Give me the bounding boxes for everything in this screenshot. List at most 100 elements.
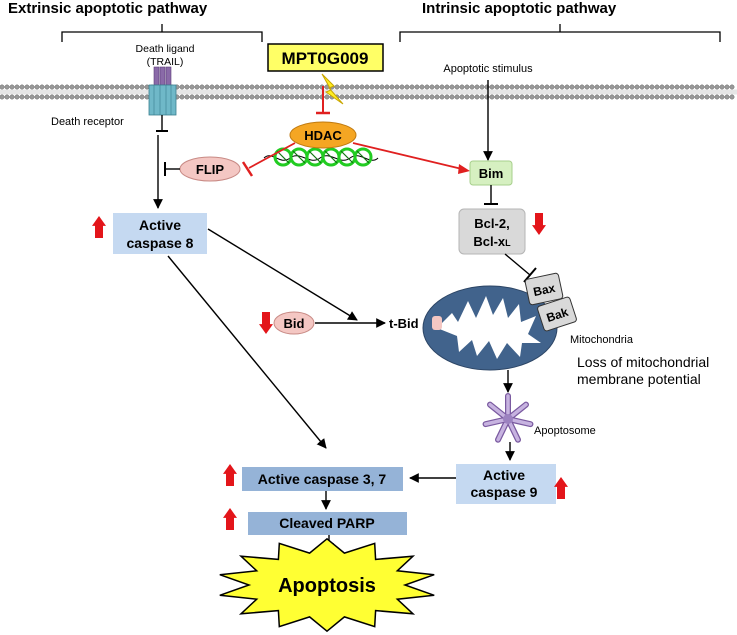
lipid-head	[124, 84, 130, 90]
lipid-head	[229, 84, 235, 90]
drug-box	[267, 43, 384, 72]
lipid-head	[119, 94, 125, 100]
lipid-head	[204, 94, 210, 100]
lipid-head	[54, 94, 60, 100]
lipid-head	[659, 94, 665, 100]
lipid-head	[254, 84, 260, 90]
lipid-head	[599, 84, 605, 90]
lipid-head	[184, 94, 190, 100]
lipid-head	[639, 84, 645, 90]
lipid-head	[634, 84, 640, 90]
lipid-head	[49, 94, 55, 100]
lipid-head	[569, 94, 575, 100]
lipid-head	[519, 84, 525, 90]
lipid-head	[314, 84, 320, 90]
lipid-head	[69, 84, 75, 90]
lipid-head	[684, 94, 690, 100]
lipid-head	[289, 94, 295, 100]
lipid-head	[574, 84, 580, 90]
lipid-head	[144, 94, 150, 100]
bid-label: Bid	[284, 316, 305, 331]
lipid-head	[594, 84, 600, 90]
lipid-head	[419, 84, 425, 90]
lipid-head	[104, 94, 110, 100]
lipid-head	[674, 84, 680, 90]
lipid-head	[694, 84, 700, 90]
lipid-head	[634, 94, 640, 100]
lipid-head	[109, 84, 115, 90]
lipid-head	[249, 94, 255, 100]
lipid-head	[394, 94, 400, 100]
bax-node	[524, 272, 564, 306]
lipid-head	[354, 84, 360, 90]
lipid-head	[224, 94, 230, 100]
lipid-head	[469, 94, 475, 100]
lipid-head	[254, 94, 260, 100]
lipid-head	[304, 94, 310, 100]
loss-potential-line2: membrane potential	[577, 371, 701, 387]
lipid-head	[219, 94, 225, 100]
bclxl-label: Bcl-xL	[473, 234, 511, 249]
lipid-head	[464, 94, 470, 100]
death-receptor-icon	[148, 84, 177, 116]
lipid-head	[304, 84, 310, 90]
lipid-head	[69, 94, 75, 100]
lipid-head	[289, 84, 295, 90]
lipid-head	[294, 94, 300, 100]
lipid-head	[499, 84, 505, 90]
lipid-head	[449, 94, 455, 100]
lipid-head	[384, 84, 390, 90]
lipid-head	[274, 84, 280, 90]
lipid-head	[629, 94, 635, 100]
apoptosome-label: Apoptosome	[534, 425, 596, 437]
lipid-head	[524, 84, 530, 90]
lipid-head	[339, 94, 345, 100]
lipid-head	[694, 94, 700, 100]
lipid-head	[579, 84, 585, 90]
lipid-head	[539, 84, 545, 90]
lipid-head	[259, 84, 265, 90]
lipid-head	[199, 94, 205, 100]
lipid-head	[509, 94, 515, 100]
lipid-head	[549, 84, 555, 90]
hdac-to-bim-head	[458, 164, 470, 174]
lipid-head	[554, 84, 560, 90]
lipid-head	[619, 94, 625, 100]
nucleosome-coil	[276, 150, 290, 164]
lipid-head	[434, 94, 440, 100]
lipid-head	[654, 94, 660, 100]
intrinsic-bracket	[399, 31, 721, 42]
lipid-head	[94, 94, 100, 100]
lipid-head	[24, 94, 30, 100]
lipid-head	[234, 84, 240, 90]
lipid-head	[444, 84, 450, 90]
lipid-head	[664, 84, 670, 90]
lipid-head	[364, 94, 370, 100]
lipid-head	[204, 84, 210, 90]
lipid-head	[344, 84, 350, 90]
lipid-head	[309, 84, 315, 90]
lipid-head	[264, 84, 270, 90]
lipid-head	[464, 84, 470, 90]
lipid-head	[244, 94, 250, 100]
lipid-head	[639, 94, 645, 100]
up-arrow-icon	[554, 477, 568, 499]
caspase8-to-caspase37-arrow	[167, 255, 327, 449]
hdac-to-bim	[352, 142, 463, 170]
lipid-head	[599, 94, 605, 100]
lipid-head	[389, 84, 395, 90]
lipid-head	[719, 94, 725, 100]
lipid-head	[109, 94, 115, 100]
hdac-inhibits-flip-bar	[241, 161, 254, 177]
membrane-core	[0, 89, 737, 95]
lipid-head	[714, 84, 720, 90]
lipid-head	[209, 94, 215, 100]
lipid-head	[179, 84, 185, 90]
lipid-head	[284, 94, 290, 100]
lipid-head	[79, 84, 85, 90]
lipid-head	[39, 84, 45, 90]
lipid-head	[229, 94, 235, 100]
lipid-head	[644, 84, 650, 90]
bax-label: Bax	[532, 281, 557, 299]
lipid-head	[114, 94, 120, 100]
